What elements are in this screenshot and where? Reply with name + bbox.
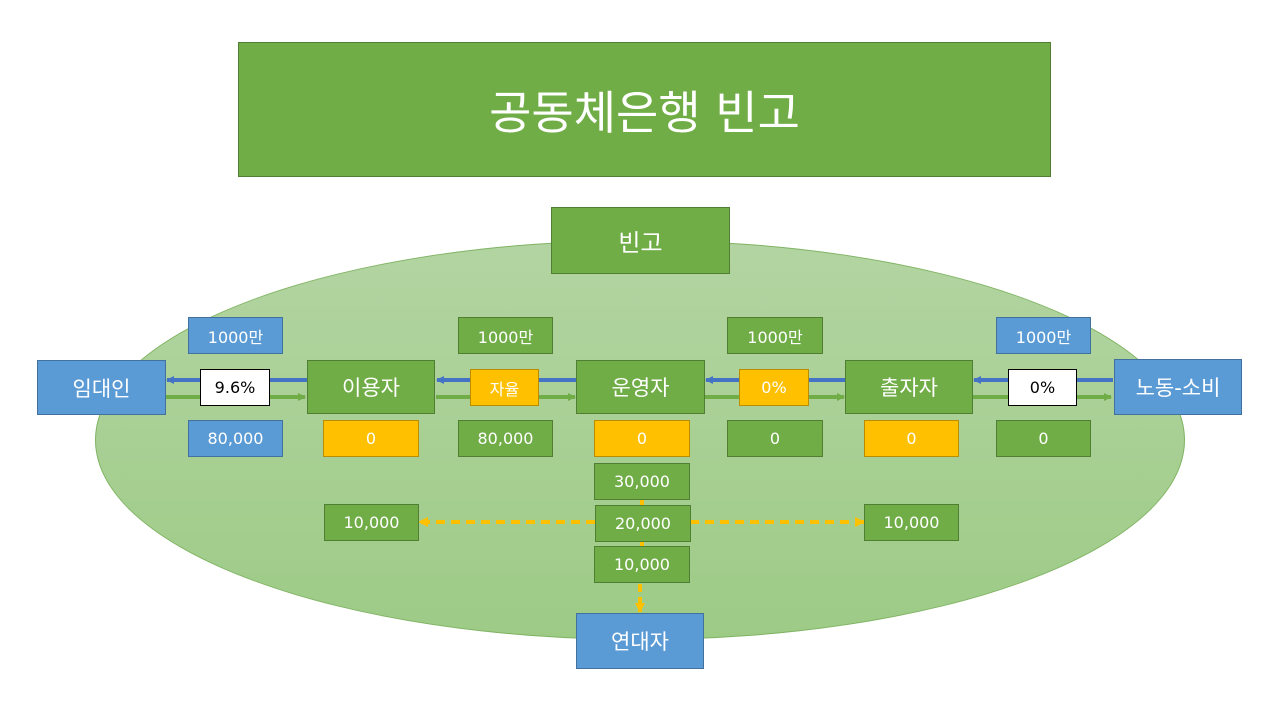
node-landlord: 임대인 [37, 360, 166, 415]
node-user: 이용자 [307, 360, 435, 414]
node-labor-consumption: 노동-소비 [1114, 359, 1242, 415]
distribution-left: 10,000 [324, 504, 419, 541]
node-labor-consumption-label: 노동-소비 [1135, 376, 1221, 400]
node-solidarity: 연대자 [576, 613, 704, 669]
operator-value-box: 0 [594, 420, 690, 457]
link-amount-investor-labor: 1000만 [996, 317, 1091, 354]
distribution-total: 30,000 [594, 463, 690, 500]
node-investor-label: 출자자 [880, 376, 938, 400]
link-amount-operator-investor: 1000만 [727, 317, 823, 354]
link-amount-text: 1000만 [747, 327, 803, 347]
link-interest-text: 80,000 [477, 429, 534, 448]
distribution-bottom: 10,000 [594, 546, 690, 583]
link-interest-investor-labor: 0 [996, 420, 1091, 457]
title-box: 공동체은행 빈고 [238, 42, 1051, 177]
link-rate-user-operator: 자율 [470, 369, 539, 406]
link-amount-user-operator: 1000만 [458, 317, 553, 354]
link-rate-text: 9.6% [214, 378, 256, 397]
link-rate-landlord-user: 9.6% [200, 369, 270, 406]
link-interest-text: 0 [769, 429, 781, 448]
link-rate-text: 자율 [489, 379, 520, 399]
node-user-label: 이용자 [342, 376, 400, 400]
page-title: 공동체은행 빈고 [489, 85, 800, 140]
operator-value-text: 0 [636, 429, 648, 448]
node-investor: 출자자 [845, 360, 973, 414]
link-amount-landlord-user: 1000만 [188, 317, 283, 354]
link-rate-text: 0% [761, 378, 787, 397]
link-rate-operator-investor: 0% [739, 369, 809, 406]
investor-value-box: 0 [864, 420, 959, 457]
link-amount-text: 1000만 [1015, 327, 1072, 347]
link-interest-operator-investor: 0 [727, 420, 823, 457]
bingo-label: 빈고 [618, 229, 663, 257]
link-rate-investor-labor: 0% [1008, 369, 1077, 406]
node-operator-label: 운영자 [611, 376, 670, 400]
link-rate-text: 0% [1029, 378, 1056, 397]
investor-value-text: 0 [906, 429, 917, 448]
bingo-label-box: 빈고 [551, 207, 730, 274]
link-interest-text: 80,000 [207, 429, 264, 448]
distribution-total-text: 30,000 [614, 472, 670, 491]
node-operator: 운영자 [576, 360, 705, 414]
distribution-middle-text: 20,000 [615, 514, 671, 533]
user-value-box: 0 [323, 420, 419, 457]
distribution-right: 10,000 [864, 504, 959, 541]
distribution-middle: 20,000 [595, 505, 691, 542]
distribution-bottom-text: 10,000 [614, 555, 670, 574]
link-interest-text: 0 [1038, 429, 1049, 448]
link-amount-text: 1000만 [477, 327, 534, 347]
node-solidarity-label: 연대자 [611, 630, 669, 654]
node-landlord-label: 임대인 [72, 376, 131, 401]
user-value-text: 0 [365, 429, 377, 448]
link-amount-text: 1000만 [207, 327, 264, 347]
link-interest-user-operator: 80,000 [458, 420, 553, 457]
distribution-right-text: 10,000 [883, 513, 940, 532]
link-interest-landlord-user: 80,000 [188, 420, 283, 457]
distribution-left-text: 10,000 [343, 513, 400, 532]
